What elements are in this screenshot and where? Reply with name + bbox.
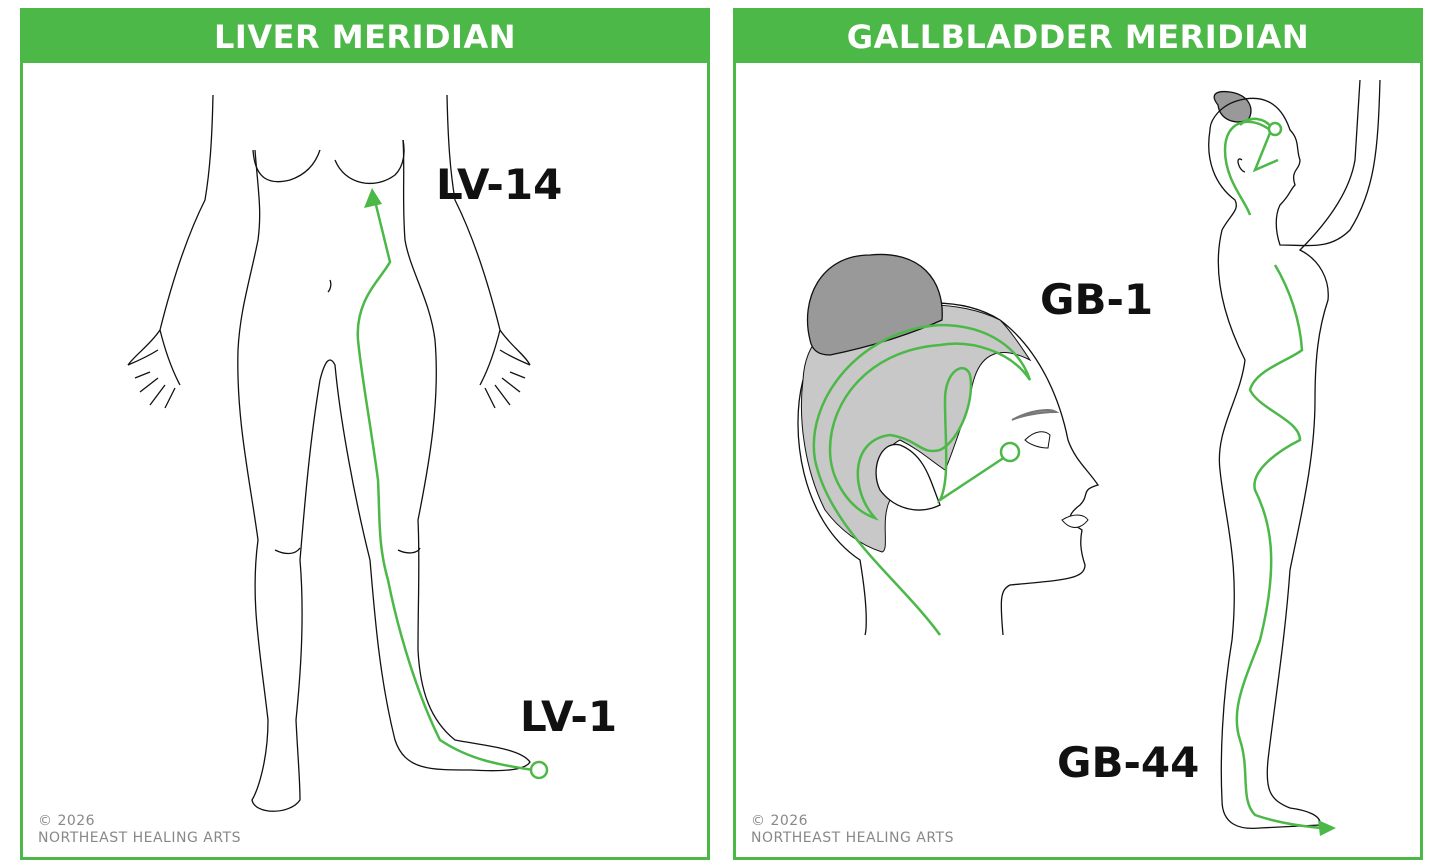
point-label-lv1: LV-1 xyxy=(520,692,618,741)
point-label-lv14: LV-14 xyxy=(436,160,563,209)
female-front-figure xyxy=(127,94,531,812)
copyright-text: © 2026 xyxy=(751,813,809,829)
panel-title: GALLBLADDER MERIDIAN xyxy=(736,11,1420,63)
liver-meridian-path xyxy=(356,204,549,780)
credit-text: NORTHEAST HEALING ARTS xyxy=(751,830,954,846)
gallbladder-meridian-head-path xyxy=(812,323,1032,636)
arrow-icon xyxy=(364,188,382,208)
female-side-figure xyxy=(1208,79,1381,830)
gallbladder-meridian-body-path xyxy=(1223,117,1323,830)
liver-meridian-panel: LIVER MERIDIAN © 2026 NORTHEAST HEALING … xyxy=(20,8,710,860)
panel-title: LIVER MERIDIAN xyxy=(23,11,707,63)
credit: © 2026 NORTHEAST HEALING ARTS xyxy=(751,813,954,847)
arrow-icon xyxy=(1318,820,1336,836)
credit: © 2026 NORTHEAST HEALING ARTS xyxy=(38,813,241,847)
point-label-gb44: GB-44 xyxy=(1057,738,1200,787)
point-label-gb1: GB-1 xyxy=(1040,275,1154,324)
copyright-text: © 2026 xyxy=(38,813,96,829)
credit-text: NORTHEAST HEALING ARTS xyxy=(38,830,241,846)
